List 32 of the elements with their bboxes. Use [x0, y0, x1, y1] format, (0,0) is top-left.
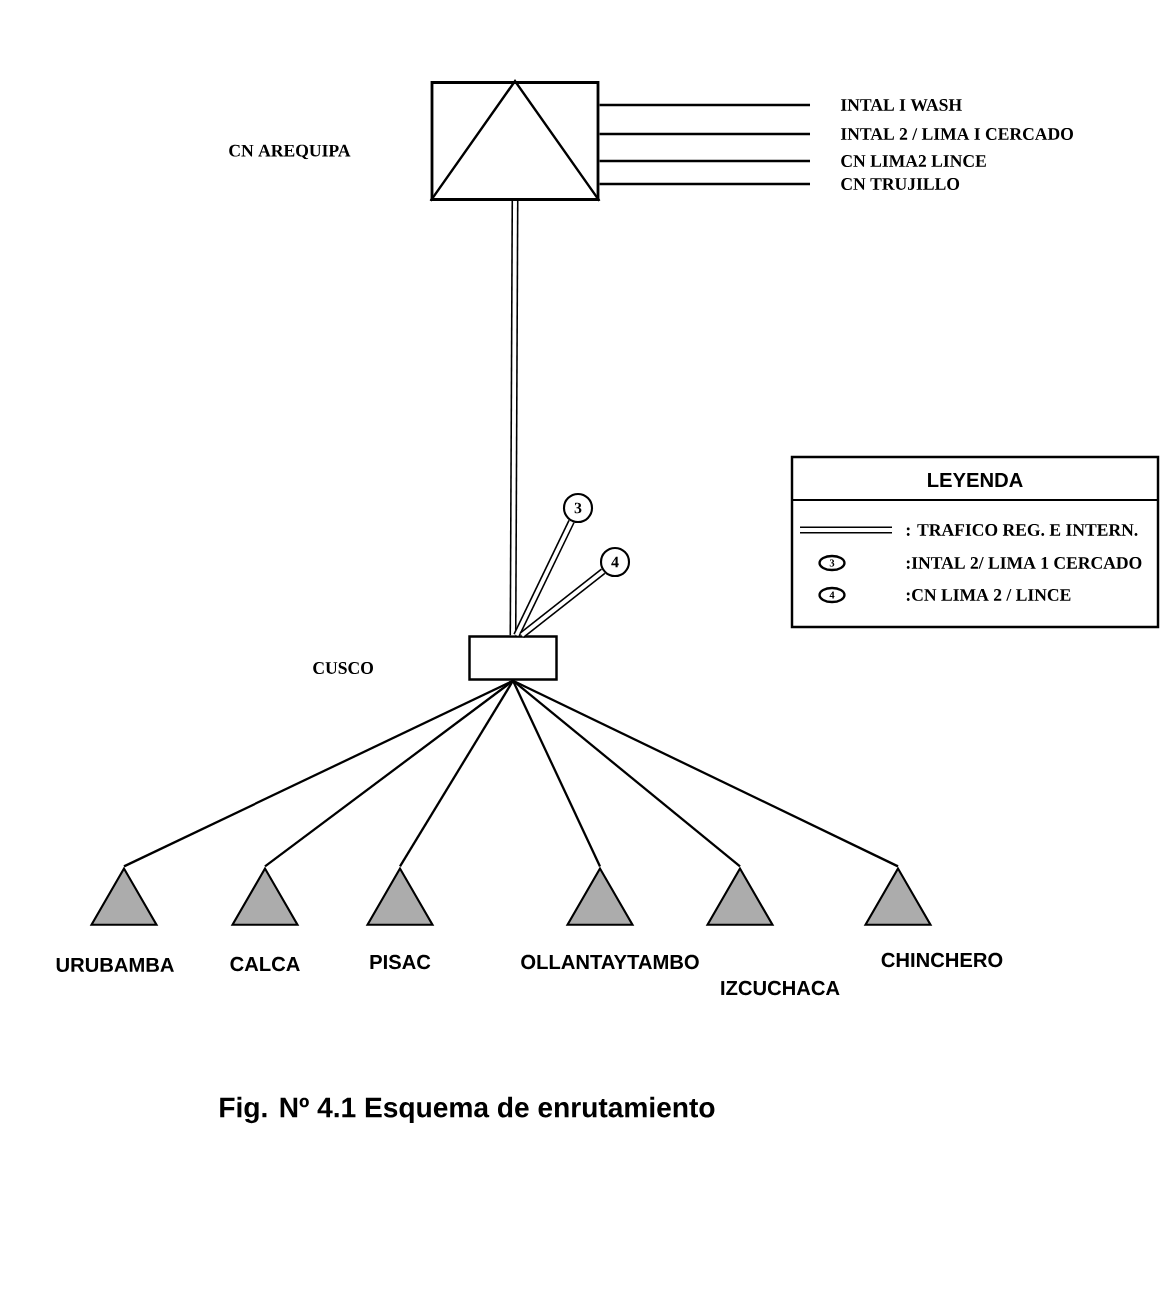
figure-caption: Fig. Nº 4.1 Esquema de enrutamiento — [220, 1096, 715, 1124]
node-label: PISAC — [370, 954, 431, 970]
node-label: IZCUCHACA — [721, 980, 840, 996]
route-label: INTAL I WASH — [840, 99, 962, 111]
oval-sample: 4 — [818, 586, 846, 604]
place-label: CUSCO — [313, 662, 373, 674]
node-label: OLLANTAYTAMBO — [521, 954, 699, 970]
cable-line — [513, 520, 575, 637]
link-line — [511, 680, 602, 867]
exchange-box — [468, 635, 558, 681]
link-line — [599, 182, 810, 186]
link-line — [512, 679, 899, 868]
link-line — [599, 132, 810, 136]
legend-text: : TRAFICO REG. E INTERN. — [906, 524, 1138, 536]
link-line — [264, 679, 514, 868]
link-line — [399, 680, 514, 867]
node-label: URUBAMBA — [56, 957, 174, 973]
node-label: CHINCHERO — [881, 952, 1003, 968]
cable-line — [509, 200, 519, 636]
oval-sample: 3 — [818, 554, 846, 572]
legend-text: :CN LIMA 2 / LINCE — [906, 589, 1071, 601]
link-line — [599, 103, 810, 107]
node-label: CALCA — [230, 956, 300, 972]
legend-title: LEYENDA — [928, 473, 1023, 487]
cable-line — [519, 568, 606, 639]
legend-text: :INTAL 2/ LIMA 1 CERCADO — [906, 557, 1142, 569]
link-line — [512, 679, 741, 868]
route-label: CN LIMA2 LINCE — [841, 155, 986, 167]
link-line — [599, 159, 810, 163]
route-label: CN TRUJILLO — [841, 178, 960, 190]
route-label: INTAL 2 / LIMA I CERCADO — [840, 128, 1073, 140]
node-label: CN AREQUIPA — [229, 144, 351, 160]
